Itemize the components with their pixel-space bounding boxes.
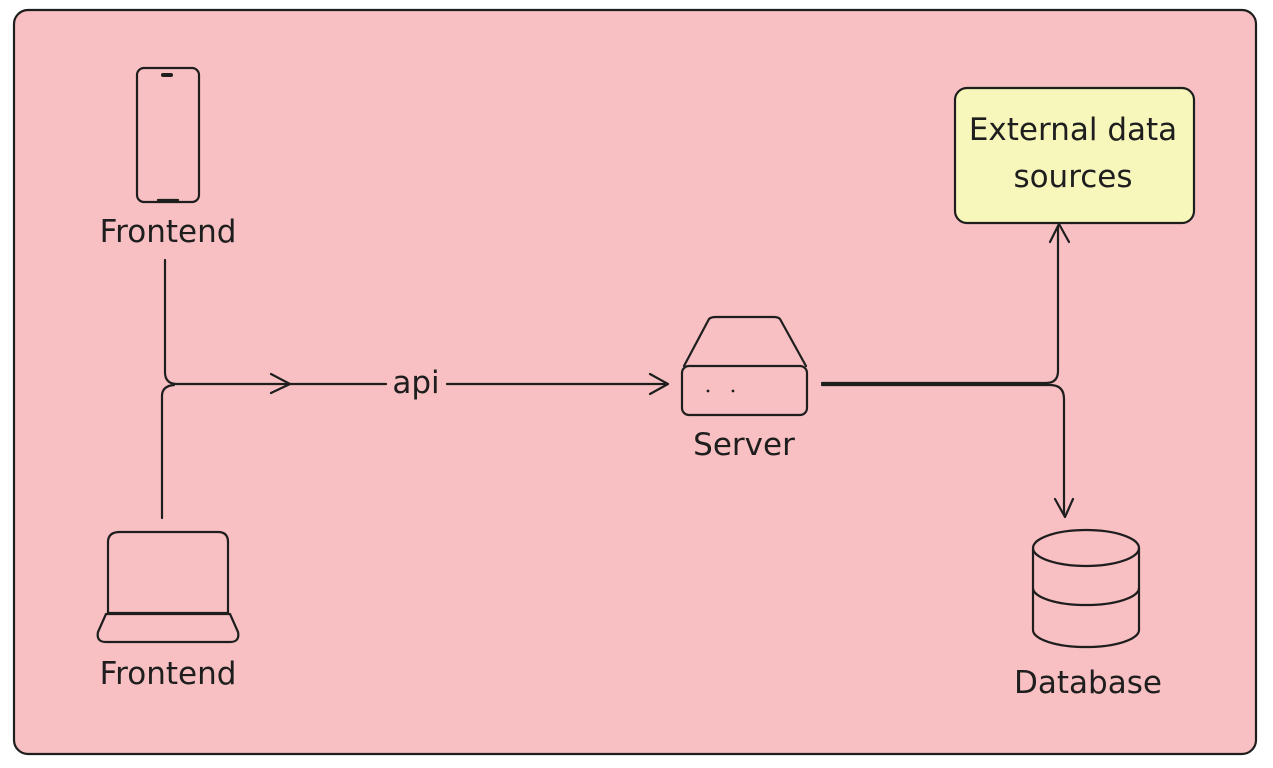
external-data-sources-box (953, 86, 1196, 225)
external-data-sources-line2: sources (1013, 159, 1132, 195)
api-edge (288, 372, 670, 396)
database-label: Database (1014, 665, 1162, 701)
server-outbound-connector (820, 222, 1075, 519)
frontend-phone-label: Frontend (100, 214, 237, 250)
server-icon (680, 315, 809, 417)
laptop-icon (96, 530, 240, 644)
diagram-frame (12, 8, 1258, 756)
frontend-laptop-label: Frontend (100, 656, 237, 692)
server-label: Server (693, 427, 795, 463)
api-edge-label: api (392, 365, 439, 401)
external-data-sources-line1: External data (969, 112, 1177, 148)
database-icon (1031, 528, 1141, 649)
mobile-phone-icon (135, 66, 201, 204)
